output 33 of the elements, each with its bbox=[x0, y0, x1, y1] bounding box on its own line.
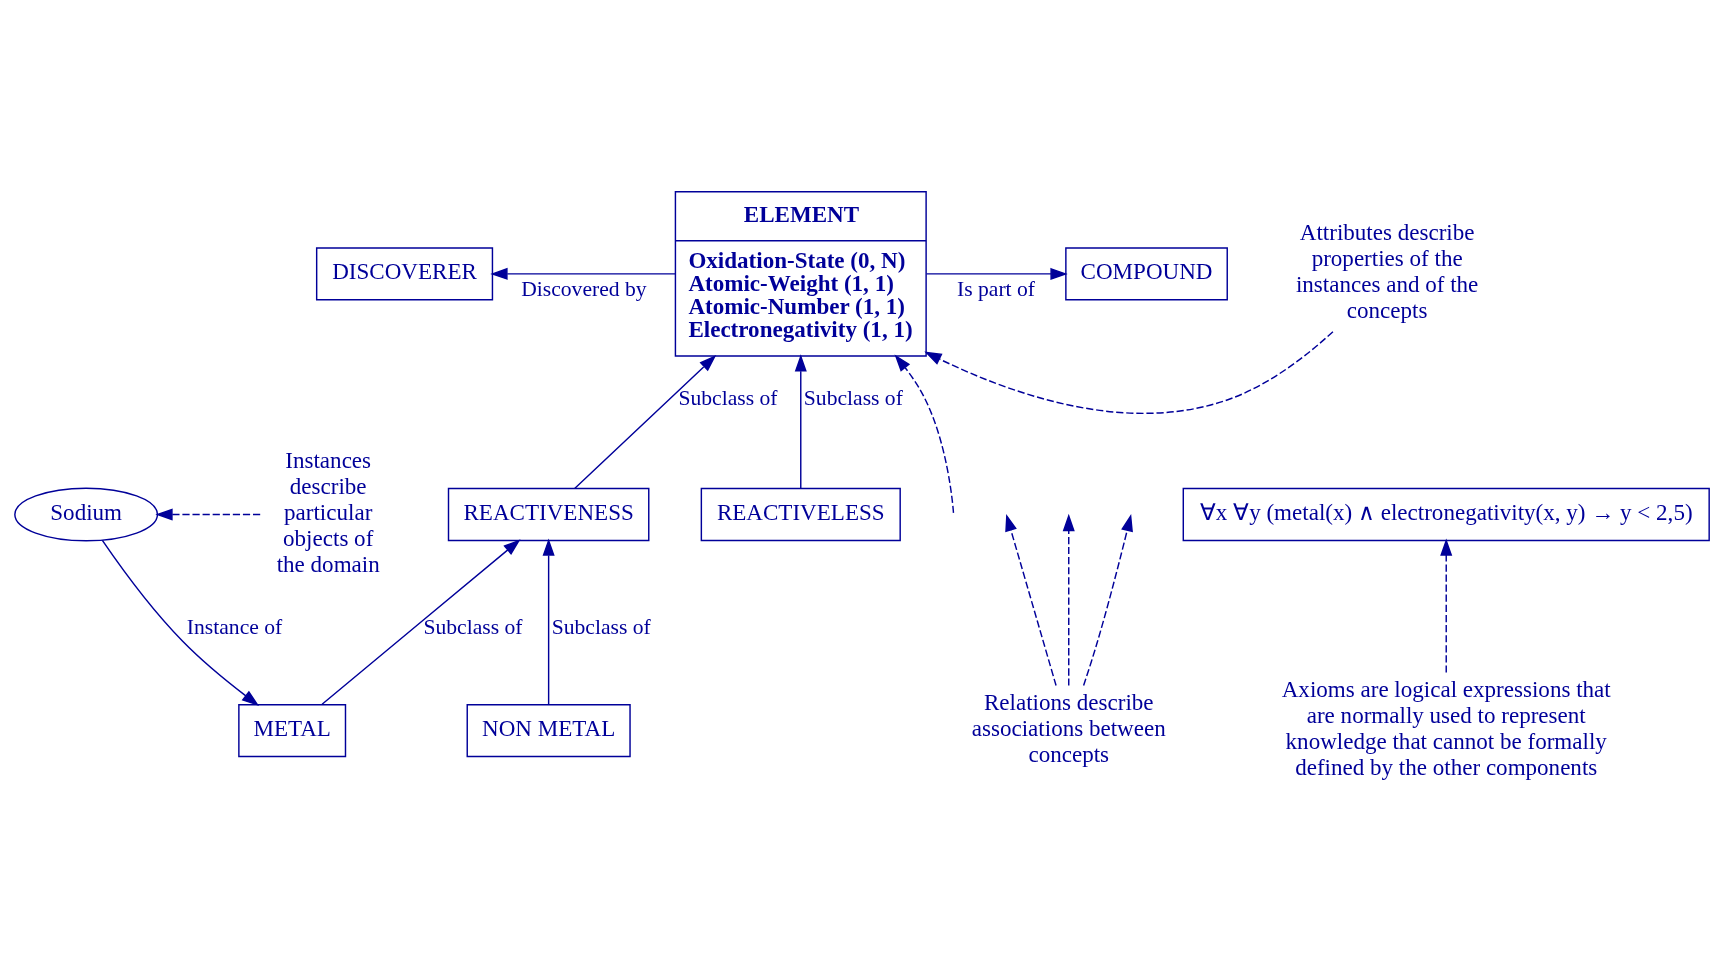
arrow bbox=[1062, 513, 1075, 686]
edge-label: Subclass of bbox=[803, 385, 903, 410]
arrow bbox=[155, 507, 261, 521]
node-box: METAL bbox=[238, 703, 347, 757]
node-box: NON METAL bbox=[466, 703, 631, 757]
edge-label: Is part of bbox=[956, 276, 1035, 300]
node-text: Attributes describe properties of the instances and of the concepts bbox=[1295, 218, 1479, 323]
arrow bbox=[101, 539, 260, 706]
edge-label: Subclass of bbox=[678, 385, 778, 410]
arrow bbox=[542, 538, 555, 705]
arrow bbox=[924, 330, 1334, 414]
node-box: REACTIVENESS bbox=[447, 487, 650, 541]
arrow bbox=[925, 267, 1068, 280]
edge-label: Subclass of bbox=[423, 614, 523, 639]
edge-label: Instance of bbox=[186, 614, 283, 639]
arrow bbox=[1005, 513, 1057, 686]
node-box: ∀x ∀y (metal(x) ∧ electronegativity(x, y) → y < 2,5) bbox=[1182, 487, 1710, 541]
arrow bbox=[1082, 513, 1133, 686]
node-box: COMPOUND bbox=[1065, 246, 1228, 301]
node-text: Relations describe associations between concepts bbox=[971, 688, 1166, 767]
arrow bbox=[490, 267, 676, 280]
arrow bbox=[894, 354, 955, 514]
node-text: Instances describe particular objects of the domain bbox=[276, 446, 380, 577]
node-box: REACTIVELESS bbox=[700, 487, 901, 541]
edge-label: Discovered by bbox=[521, 276, 647, 300]
node-box: DISCOVERER bbox=[315, 246, 494, 301]
node-ellipse: Sodium bbox=[14, 486, 159, 542]
edge-label: Subclass of bbox=[551, 614, 651, 639]
node-text: Axioms are logical expressions that are normally used to represent knowledge that cannot be formally defined by the other components bbox=[1281, 675, 1611, 780]
arrow bbox=[321, 538, 521, 705]
arrow bbox=[573, 354, 717, 489]
arrow bbox=[1440, 537, 1453, 673]
arrow bbox=[794, 353, 807, 489]
